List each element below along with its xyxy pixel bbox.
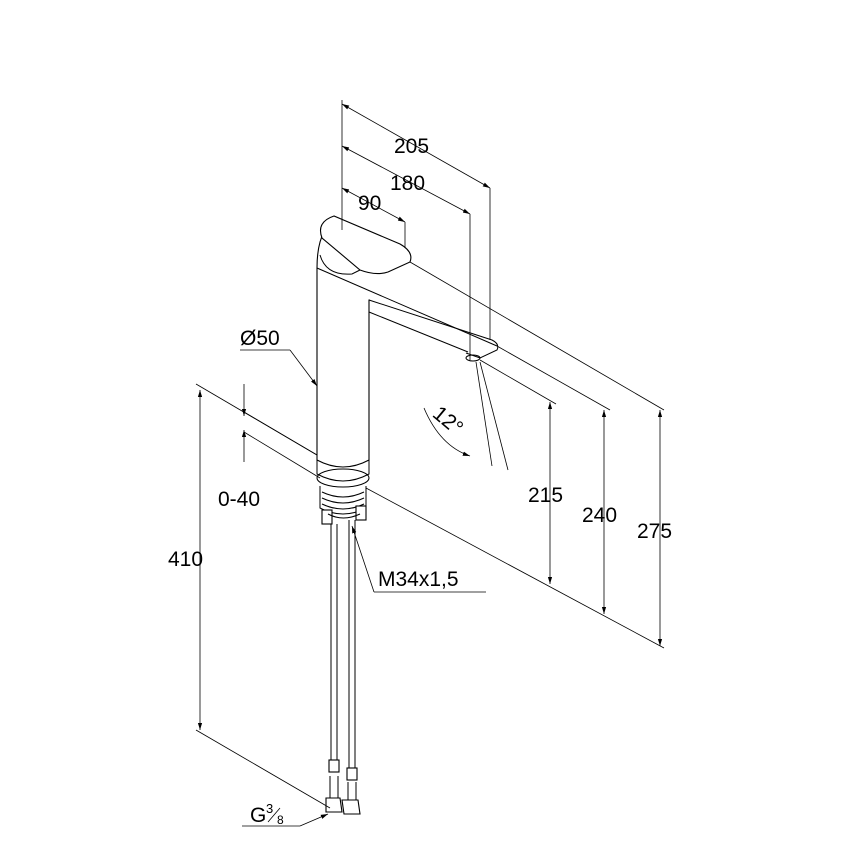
dim-180-label: 180 <box>390 172 425 195</box>
faucet-base <box>316 468 370 525</box>
dim-diameter-label: Ø50 <box>240 327 280 350</box>
dim-215-label: 215 <box>528 484 563 507</box>
dim-thread-label: M34x1,5 <box>378 568 459 591</box>
angle-indicator <box>423 361 509 471</box>
dim-410-line <box>195 383 331 809</box>
thread-leader <box>351 525 486 593</box>
connection-denominator: 8 <box>277 813 284 827</box>
top-dimension-lines <box>341 100 491 360</box>
connection-numerator: 3 <box>266 801 273 816</box>
dim-90-label: 90 <box>358 192 381 215</box>
dim-angle-label: 12° <box>428 402 467 440</box>
dim-410-label: 410 <box>168 548 203 571</box>
faucet-body <box>316 215 499 482</box>
connection-leader <box>242 813 329 827</box>
diameter-leader <box>240 349 318 387</box>
dim-275-label: 275 <box>637 520 672 543</box>
dim-range-label: 0-40 <box>218 488 260 511</box>
range-dimension <box>241 384 321 479</box>
dim-240-label: 240 <box>582 504 617 527</box>
connection-fraction-bar <box>267 807 281 823</box>
supply-hoses <box>325 520 361 815</box>
right-height-dimensions <box>365 261 665 649</box>
connection-main-label: G <box>250 804 266 827</box>
dim-205-label: 205 <box>394 135 429 158</box>
